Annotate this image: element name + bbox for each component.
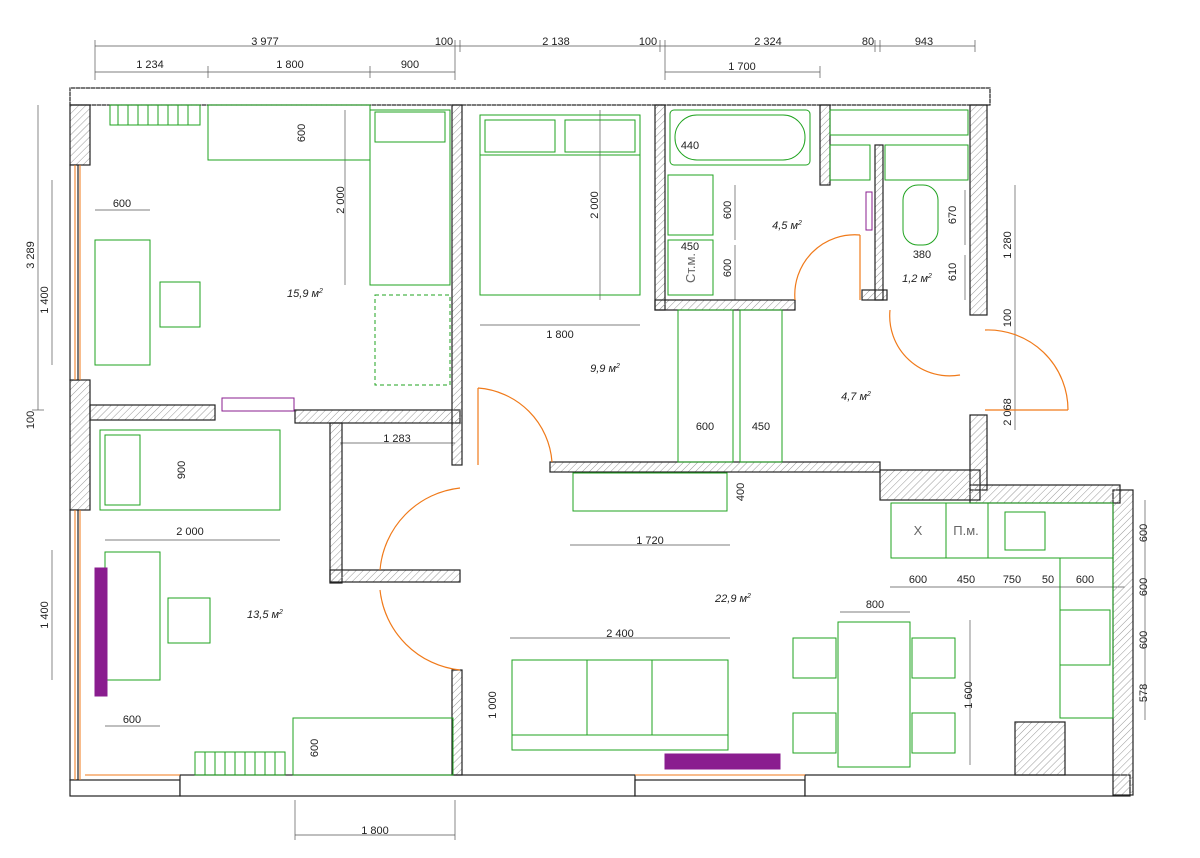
dim-tv-width: 1 720 xyxy=(636,535,664,547)
furniture xyxy=(94,104,1114,776)
dresser xyxy=(292,717,454,776)
dim-sofa-depth: 1 000 xyxy=(487,691,499,719)
room-areas: 15,9 м2 9,9 м2 4,5 м2 1,2 м2 4,7 м2 13,5… xyxy=(247,220,932,621)
dim-bed-length-1: 2 000 xyxy=(335,186,347,214)
dim-bath-width: 440 xyxy=(681,140,699,152)
dim-table-length: 1 600 xyxy=(963,681,975,709)
interior-dimensions: 600 2 000 2 000 600 1 800 440 600 450 60… xyxy=(113,124,1094,837)
chair-2 xyxy=(167,597,211,644)
walls xyxy=(69,87,1134,797)
bed-child xyxy=(99,429,281,511)
toilet xyxy=(902,184,939,246)
doors xyxy=(379,234,1069,671)
area-child-room: 13,5 м2 xyxy=(247,609,283,621)
dim-bed-length-2: 2 000 xyxy=(589,191,601,219)
appliance-labels: Ст.м. Х П.м. xyxy=(683,253,979,538)
dim-top-5: 2 324 xyxy=(754,36,782,48)
radiators xyxy=(94,191,873,770)
area-living: 22,9 м2 xyxy=(714,593,751,605)
area-bedroom-2: 9,9 м2 xyxy=(590,363,620,375)
dim-sofa-width: 2 400 xyxy=(606,628,634,640)
radiator-top xyxy=(109,104,201,126)
dim-dresser-depth: 600 xyxy=(309,739,321,757)
dim-wardrobe-hall-1: 600 xyxy=(696,421,714,433)
label-fridge: Х xyxy=(914,523,923,538)
area-bathroom: 4,5 м2 xyxy=(772,220,802,232)
dim-washer-depth: 600 xyxy=(722,259,734,277)
dim-kitchen-2: 450 xyxy=(957,574,975,586)
dim-corridor-width: 1 283 xyxy=(383,433,411,445)
dining-table xyxy=(837,621,911,768)
dim-right-3: 2 068 xyxy=(1002,398,1014,426)
dim-kitchen-3: 750 xyxy=(1003,574,1021,586)
dim-kitchen-1: 600 xyxy=(909,574,927,586)
dim-top-3: 2 138 xyxy=(542,36,570,48)
washing-machine xyxy=(667,239,714,296)
dim-desk-width-2: 600 xyxy=(123,714,141,726)
dim-desk-width-1: 600 xyxy=(113,198,131,210)
area-hall: 4,7 м2 xyxy=(841,391,871,403)
chair-1 xyxy=(159,281,201,328)
dim-child-bed-length: 2 000 xyxy=(176,526,204,538)
label-dishwasher: П.м. xyxy=(953,523,979,538)
sofa xyxy=(511,659,729,751)
dim-left-1: 3 289 xyxy=(25,241,37,269)
dim-right-2: 100 xyxy=(1002,309,1014,327)
dim-wc-depth: 610 xyxy=(947,263,959,281)
dim-top-7: 943 xyxy=(915,36,933,48)
dim-kitchen-5: 600 xyxy=(1076,574,1094,586)
double-bed xyxy=(479,114,641,296)
kitchen-counter xyxy=(987,502,1114,559)
dim-left-2: 1 400 xyxy=(39,286,51,314)
area-wc: 1,2 м2 xyxy=(902,273,932,285)
wardrobe-hall-1 xyxy=(677,309,734,463)
desk-2 xyxy=(104,551,161,681)
wardrobe-hall-2 xyxy=(739,309,783,463)
radiator-bottom xyxy=(194,751,286,776)
dim-wc-width: 380 xyxy=(913,249,931,261)
bathtub xyxy=(669,109,811,166)
label-washer: Ст.м. xyxy=(683,253,698,283)
tv-stand xyxy=(572,472,728,512)
right-dimensions: 1 280 100 2 068 600 600 600 578 xyxy=(1002,231,1150,702)
dim-tv-depth: 400 xyxy=(735,483,747,501)
top-dimensions: 3 977 100 2 138 100 2 324 80 943 1 234 1… xyxy=(136,36,933,73)
bed-single-1 xyxy=(369,109,451,286)
dim-top-1: 3 977 xyxy=(251,36,279,48)
dim-top-4: 100 xyxy=(639,36,657,48)
dimension-lines xyxy=(32,40,1146,840)
stove xyxy=(1059,609,1111,666)
dim-bottom-window: 1 800 xyxy=(361,825,389,837)
dim-left-4: 1 400 xyxy=(39,601,51,629)
dim-top-8: 1 234 xyxy=(136,59,164,71)
dim-washer-width: 450 xyxy=(681,241,699,253)
dim-wardrobe-hall-2: 450 xyxy=(752,421,770,433)
dim-wardrobe-depth: 600 xyxy=(296,124,308,142)
dim-bath-depth: 600 xyxy=(722,201,734,219)
dim-kitchen-4: 50 xyxy=(1042,574,1054,586)
desk-1 xyxy=(94,239,151,366)
windows xyxy=(74,165,805,780)
left-dimensions: 3 289 1 400 100 1 400 xyxy=(25,241,51,629)
dim-right-4: 600 xyxy=(1138,524,1150,542)
dim-child-bed-width: 900 xyxy=(176,461,188,479)
wardrobe-bedroom-1 xyxy=(207,104,371,161)
dim-top-11: 1 700 xyxy=(728,61,756,73)
dim-top-9: 1 800 xyxy=(276,59,304,71)
dim-top-6: 80 xyxy=(862,36,874,48)
dim-bed-width-master: 1 800 xyxy=(546,329,574,341)
dim-left-3: 100 xyxy=(25,411,37,429)
dim-right-1: 1 280 xyxy=(1002,231,1014,259)
dim-top-10: 900 xyxy=(401,59,419,71)
dim-top-2: 100 xyxy=(435,36,453,48)
area-bedroom-1: 15,9 м2 xyxy=(287,288,323,300)
dim-right-5: 600 xyxy=(1138,578,1150,596)
dim-wc-height: 670 xyxy=(947,206,959,224)
dim-table-width: 800 xyxy=(866,599,884,611)
dim-right-7: 578 xyxy=(1138,684,1150,702)
dim-right-6: 600 xyxy=(1138,631,1150,649)
sink xyxy=(667,174,714,236)
